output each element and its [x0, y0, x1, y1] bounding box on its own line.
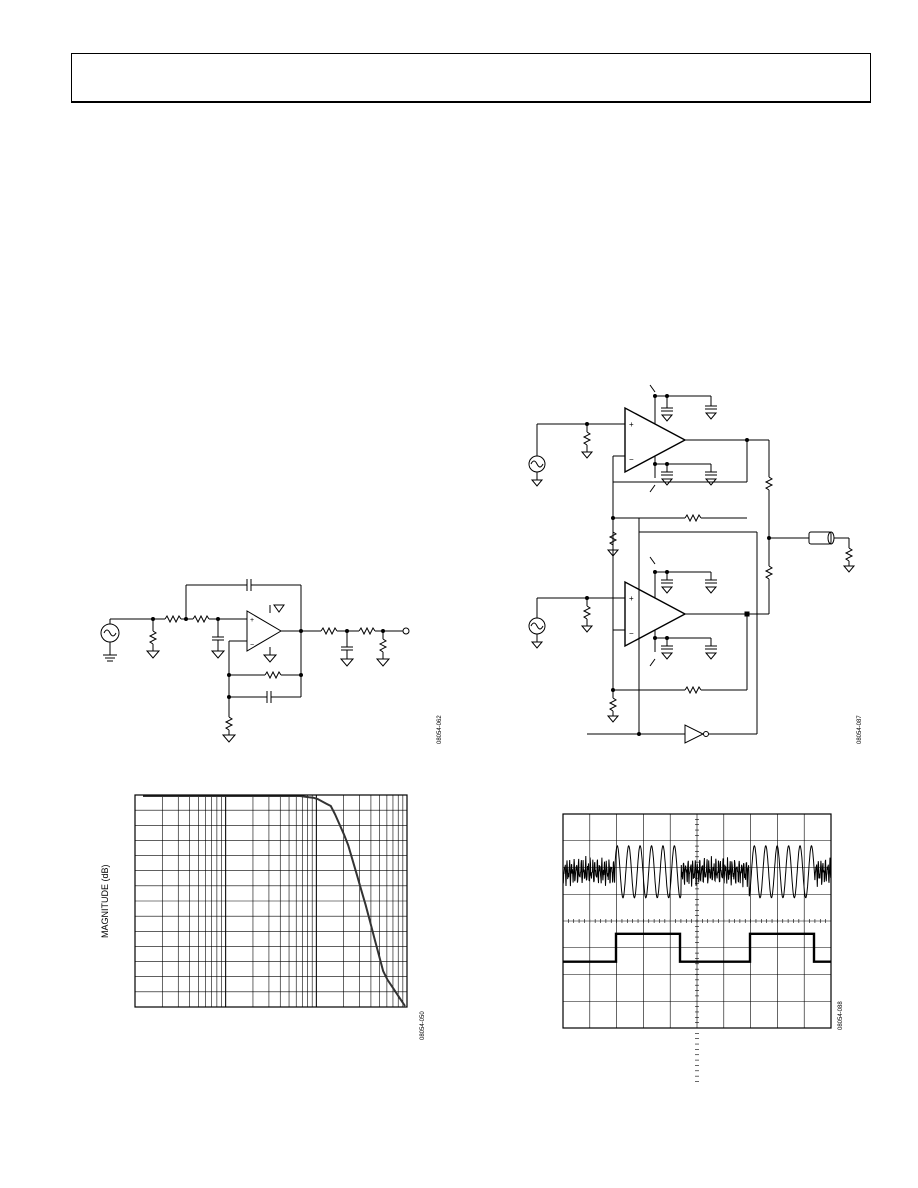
frequency-chart-code: 08054-050 [420, 1011, 426, 1040]
amplifier-schematic: + − [528, 384, 856, 744]
scope-code: 08054-088 [838, 1001, 844, 1030]
svg-text:−: − [629, 629, 634, 638]
svg-text:−: − [629, 455, 634, 464]
svg-text:+: + [250, 617, 254, 624]
scope-trace-gate [563, 932, 831, 963]
scope-trace-signal [562, 844, 832, 899]
scope-frame [562, 813, 832, 1029]
svg-text:+: + [629, 594, 634, 603]
svg-text:+: + [629, 420, 634, 429]
frequency-response-chart [134, 794, 408, 1008]
filter-schematic: + − [100, 579, 410, 743]
chart-series-line [143, 795, 406, 1007]
scope-grid [562, 813, 832, 1082]
chart-y-axis-label: MAGNITUDE (dB) [100, 864, 110, 938]
chart-plot-frame [134, 794, 408, 1008]
filter-schematic-code: 08054-062 [437, 715, 443, 744]
svg-text:−: − [250, 642, 254, 649]
oscilloscope-display [562, 813, 832, 1082]
page-header-box [71, 53, 871, 103]
chart-grid [134, 795, 408, 1007]
amplifier-schematic-code: 08054-087 [857, 715, 863, 744]
